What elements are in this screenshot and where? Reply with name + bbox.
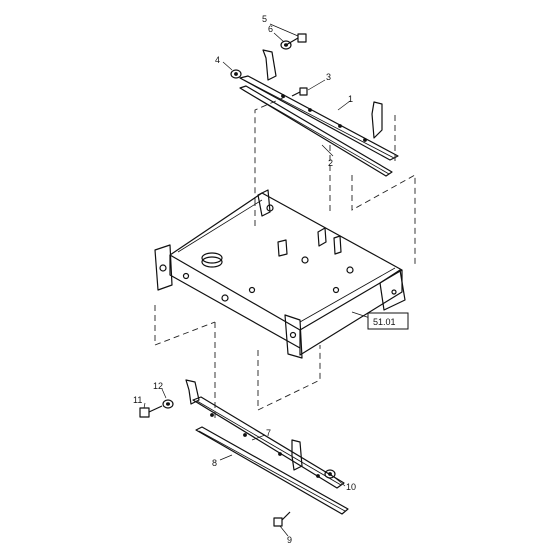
callout-10: 10 [346, 482, 356, 492]
leader-lines [143, 23, 371, 537]
nut-10-icon [324, 469, 336, 479]
callout-1: 1 [348, 94, 353, 104]
lower-rail-assembly [185, 379, 349, 515]
bolt-11-icon [139, 405, 163, 418]
bolt-3-icon [291, 87, 308, 97]
callout-5: 5 [262, 14, 267, 24]
callout-9: 9 [287, 535, 292, 545]
washer-12-icon [162, 399, 174, 409]
callout-2: 2 [328, 158, 333, 168]
bolt-5-icon [285, 33, 307, 46]
callout-7: 7 [266, 428, 271, 438]
upper-rail-assembly [239, 49, 399, 177]
callout-8: 8 [212, 458, 217, 468]
callout-4: 4 [215, 55, 220, 65]
reference-label: 51.01 [373, 317, 396, 327]
callout-6: 6 [268, 24, 273, 34]
reference-box: 51.01 [367, 312, 409, 330]
seat-frame [154, 189, 406, 359]
callout-11: 11 [133, 395, 142, 405]
callout-12: 12 [153, 381, 163, 391]
nut-4-icon [230, 69, 242, 79]
alignment-guides [154, 96, 416, 420]
bolt-9-icon [273, 511, 291, 527]
washer-6-icon [280, 40, 292, 50]
callout-3: 3 [326, 72, 331, 82]
